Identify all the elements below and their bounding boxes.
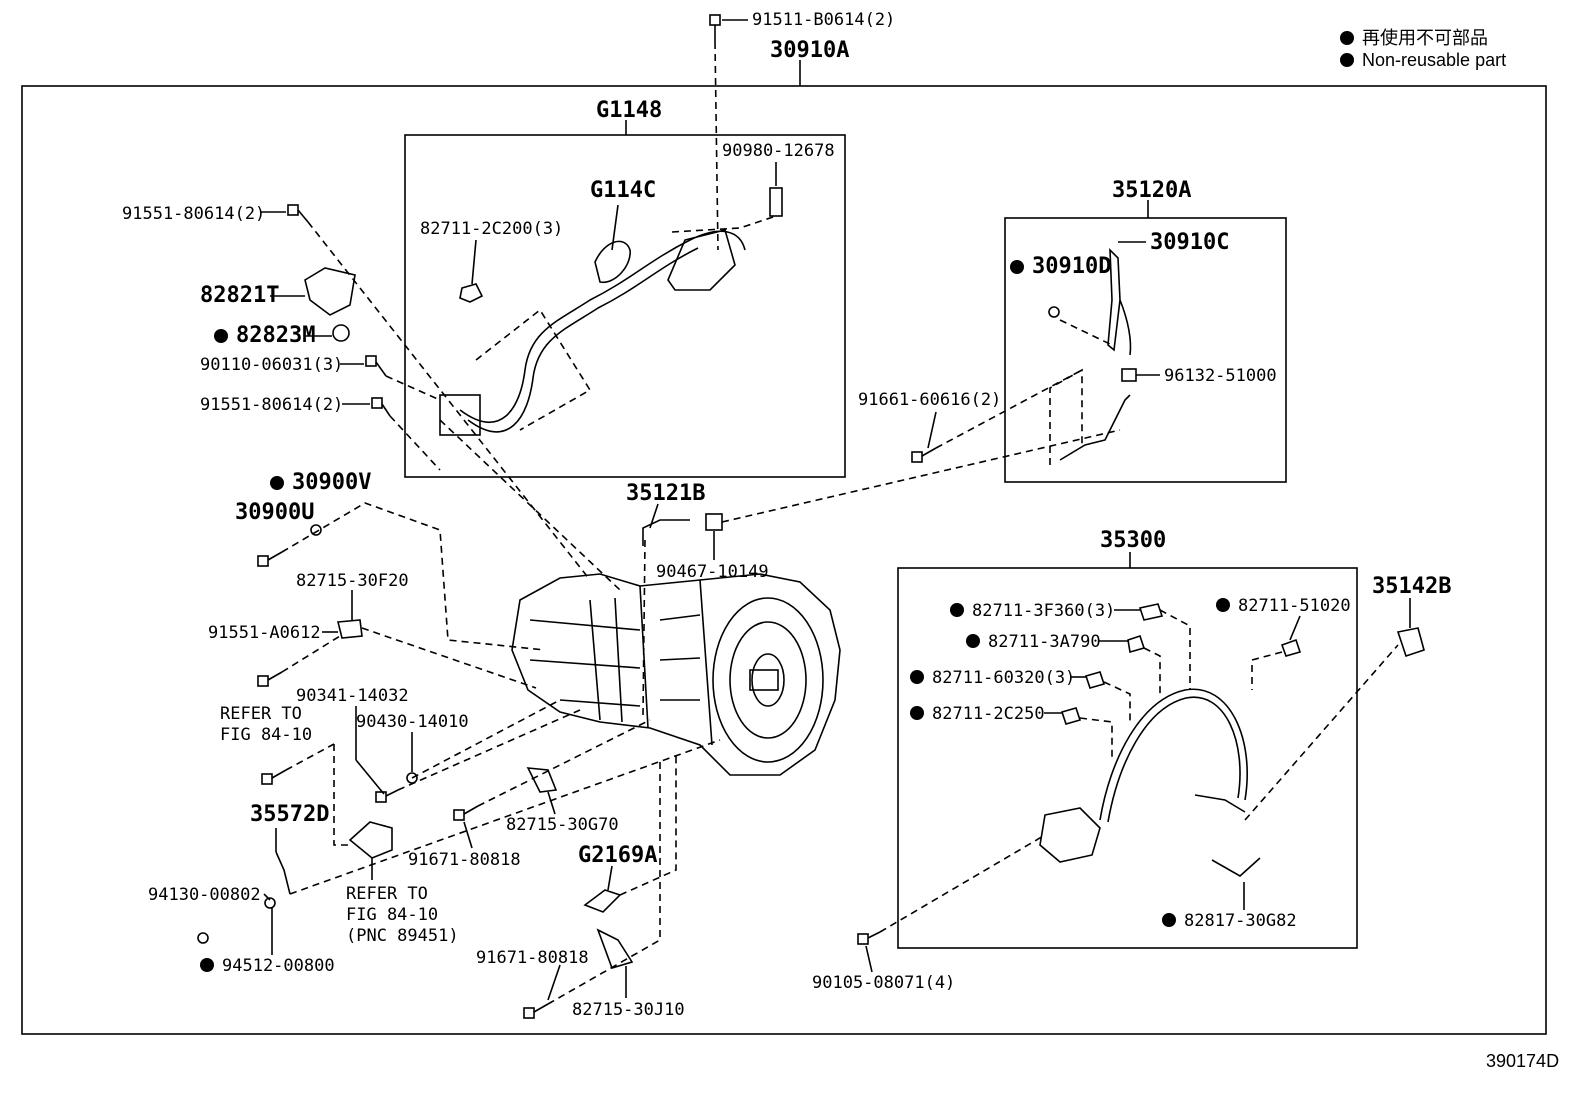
non-reusable-dot-icon	[1340, 31, 1354, 45]
part-label: 90341-14032	[296, 686, 409, 706]
part-label: 82711-2C250	[910, 706, 1045, 723]
grommet-g114c	[594, 240, 631, 283]
part-label: 90467-10149	[656, 562, 769, 582]
part-label: 82711-60320(3)	[910, 670, 1075, 687]
non-reusable-dot-icon	[950, 603, 964, 617]
non-reusable-dot-icon	[1162, 913, 1176, 927]
part-label: 91551-A0612	[208, 623, 321, 643]
dipstick-30910c	[1107, 247, 1121, 352]
part-label: 90430-14010	[356, 712, 469, 732]
part-label: G2169A	[578, 843, 658, 868]
part-label: 91671-80818	[476, 948, 589, 968]
part-label: 35120A	[1112, 178, 1192, 203]
part-label: 35121B	[626, 481, 706, 506]
box-35120a	[1004, 217, 1287, 483]
non-reusable-dot-icon	[1340, 53, 1354, 67]
harness-35300	[1099, 688, 1248, 821]
sensor-90980-12678	[769, 187, 783, 217]
part-label: 30910C	[1150, 230, 1230, 255]
part-label: 94130-00802	[148, 885, 261, 905]
assembly-dashed-lines	[281, 41, 1399, 1005]
harness-g1148	[459, 230, 746, 423]
switch-35572d	[348, 821, 393, 859]
bracket-35572d	[275, 851, 291, 895]
transmission-body	[511, 573, 841, 776]
bracket-35142b	[1396, 627, 1425, 658]
part-label: 82715-30F20	[296, 571, 409, 591]
part-label: G1148	[596, 98, 663, 123]
part-label: 91671-80818	[408, 850, 521, 870]
part-label: 96132-51000	[1164, 366, 1277, 386]
part-label: 30910A	[770, 38, 850, 63]
cap-82823m	[332, 324, 350, 342]
assembly-frame	[21, 85, 1547, 1035]
part-label: 90110-06031(3)	[200, 355, 344, 375]
harness-bracket	[667, 229, 736, 291]
non-reusable-dot-icon	[966, 634, 980, 648]
hose-35121b	[642, 519, 690, 546]
part-label: 91551-80614(2)	[122, 204, 266, 224]
tube-bracket	[1059, 394, 1131, 461]
part-label: 90980-12678	[722, 141, 835, 161]
non-reusable-dot-icon	[214, 329, 228, 343]
part-label: G114C	[590, 178, 657, 203]
part-label: 82715-30J10	[572, 1000, 685, 1020]
box-35300	[897, 567, 1358, 949]
bracket-82715-30f20	[336, 619, 363, 639]
part-label: 35300	[1100, 528, 1167, 553]
part-label: 30900U	[235, 500, 315, 525]
legend-non-reusable-en: Non-reusable part	[1340, 50, 1506, 71]
part-label: 82711-2C200(3)	[420, 219, 564, 239]
part-label: 90105-08071(4)	[812, 973, 956, 993]
part-label: 30900V	[270, 472, 371, 494]
part-label: 82711-3F360(3)	[950, 603, 1115, 620]
actuator-35300	[1039, 807, 1101, 863]
harness-82817-30g82	[1211, 857, 1261, 877]
harness-connector	[439, 394, 481, 436]
bracket-82715-30g70	[526, 767, 558, 793]
part-label: 82821T	[200, 283, 280, 308]
part-label: 82715-30G70	[506, 815, 619, 835]
non-reusable-dot-icon	[910, 670, 924, 684]
part-label: 35572D	[250, 802, 330, 827]
clamp-96132-51000	[1121, 368, 1137, 382]
part-label: 82817-30G82	[1162, 913, 1297, 930]
part-label: 91551-80614(2)	[200, 395, 344, 415]
non-reusable-dot-icon	[270, 476, 284, 490]
part-label: 82711-3A790	[966, 634, 1101, 651]
refer-note: REFER TO FIG 84-10	[220, 704, 313, 745]
figure-id: 390174D	[1486, 1051, 1560, 1071]
box-g1148	[404, 134, 846, 478]
part-label: 94512-00800	[200, 958, 335, 975]
bracket-82715-30j10	[596, 928, 634, 969]
non-reusable-dot-icon	[200, 958, 214, 972]
bracket-82821t	[304, 267, 356, 316]
part-label: 82823M	[214, 325, 315, 347]
part-label: 30910D	[1010, 256, 1111, 278]
part-label: 35142B	[1372, 574, 1452, 599]
part-label: 91661-60616(2)	[858, 390, 1002, 410]
non-reusable-dot-icon	[1010, 260, 1024, 274]
non-reusable-dot-icon	[910, 706, 924, 720]
part-label: 91511-B0614(2)	[752, 10, 896, 30]
refer-note: REFER TO FIG 84-10 (PNC 89451)	[346, 884, 459, 946]
bolt-icons	[257, 14, 937, 1019]
legend-non-reusable-jp: 再使用不可部品	[1340, 24, 1488, 50]
sensor-g2169a	[583, 889, 622, 913]
clamp-90467-10149	[705, 513, 723, 531]
leader-lines	[260, 19, 1411, 1001]
non-reusable-dot-icon	[1216, 598, 1230, 612]
clip-82711-2c200	[459, 283, 484, 303]
part-label: 82711-51020	[1216, 598, 1351, 615]
